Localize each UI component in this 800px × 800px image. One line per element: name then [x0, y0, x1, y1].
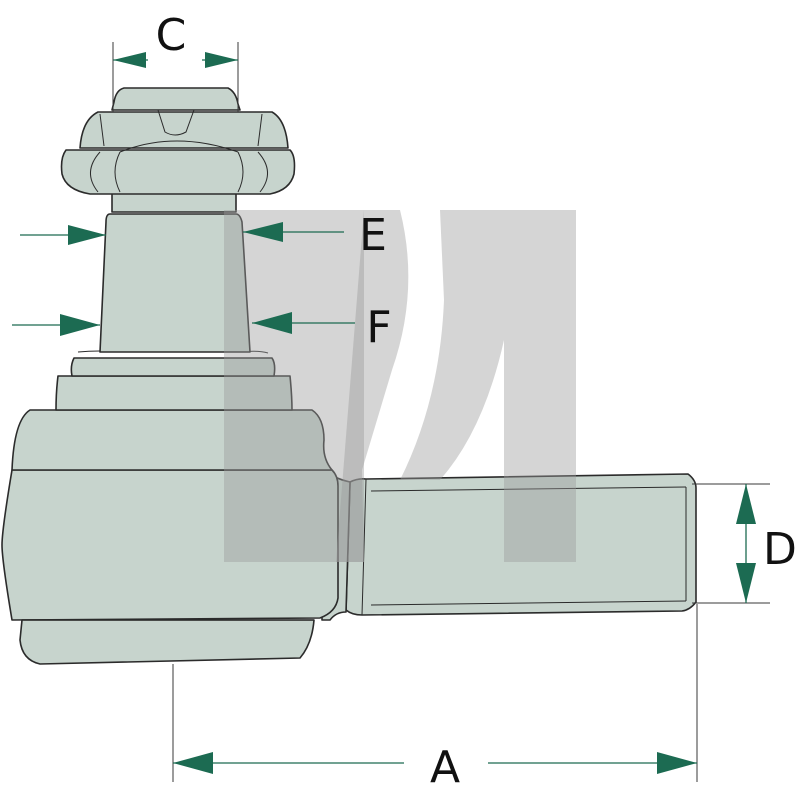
dimension-c: C — [112, 10, 239, 112]
arrow-d-bottom — [736, 563, 756, 603]
arrow-e-left — [68, 225, 106, 245]
watermark-logo — [224, 210, 576, 562]
arrow-a-right — [657, 752, 697, 774]
dimension-f: F — [12, 302, 392, 353]
castle-nut — [60, 87, 296, 195]
dimension-label-d: D — [763, 524, 797, 575]
arrow-c-left — [113, 52, 146, 68]
arrow-c-right — [205, 52, 238, 68]
tie-rod-end — [1, 87, 697, 665]
housing-top — [11, 409, 333, 471]
arrow-e-right — [243, 222, 283, 242]
dimension-d: D — [692, 483, 797, 604]
dimension-label-a: A — [430, 742, 460, 793]
dimension-label-c: C — [156, 10, 187, 61]
dimension-label-f: F — [366, 302, 391, 353]
threaded-arm — [345, 473, 697, 616]
housing-body — [1, 469, 339, 665]
arrow-a-left — [173, 752, 213, 774]
arrow-f-left — [60, 314, 100, 336]
arrow-d-top — [736, 484, 756, 524]
tapered-stud — [99, 213, 251, 353]
dimension-a: A — [172, 604, 698, 793]
dimension-label-e: E — [359, 210, 387, 261]
arrow-f-right — [252, 312, 292, 334]
dimension-e: E — [20, 210, 387, 261]
